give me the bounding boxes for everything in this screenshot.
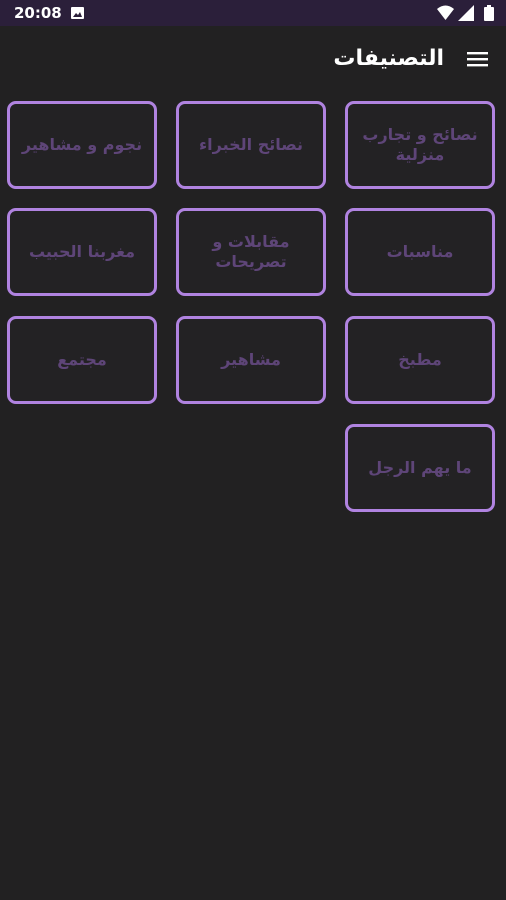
category-label: مجتمع bbox=[57, 350, 107, 369]
category-label: نجوم و مشاهير bbox=[21, 135, 143, 154]
wifi-icon bbox=[437, 5, 454, 20]
category-tile[interactable]: نجوم و مشاهير bbox=[7, 101, 157, 189]
category-tile[interactable]: ما يهم الرجل bbox=[345, 424, 495, 512]
category-tile[interactable]: مشاهير bbox=[176, 316, 326, 404]
category-tile[interactable]: مجتمع bbox=[7, 316, 157, 404]
image-notification-icon bbox=[71, 7, 84, 19]
category-tile[interactable]: مغربنا الحبيب bbox=[7, 208, 157, 296]
category-tile[interactable]: مناسبات bbox=[345, 208, 495, 296]
battery-icon bbox=[484, 5, 494, 21]
category-label: نصائح الخبراء bbox=[198, 135, 304, 154]
category-label: مطبخ bbox=[398, 350, 442, 369]
category-label: مقابلات و تصريحات bbox=[212, 232, 290, 271]
category-label: ما يهم الرجل bbox=[368, 458, 472, 477]
category-label: مغربنا الحبيب bbox=[28, 242, 136, 261]
status-bar: 20:08 bbox=[0, 0, 506, 26]
category-label: مناسبات bbox=[386, 242, 454, 261]
category-tile[interactable]: مطبخ bbox=[345, 316, 495, 404]
hamburger-menu-icon[interactable] bbox=[467, 50, 488, 68]
category-tile[interactable]: نصائح و تجارب منزلية bbox=[345, 101, 495, 189]
page-title: التصنيفات bbox=[333, 46, 444, 71]
app-bar: التصنيفات bbox=[0, 26, 506, 92]
category-tile[interactable]: مقابلات و تصريحات bbox=[176, 208, 326, 296]
status-time: 20:08 bbox=[14, 4, 62, 22]
category-label: مشاهير bbox=[221, 350, 281, 369]
category-label: نصائح و تجارب منزلية bbox=[362, 125, 478, 164]
category-tile[interactable]: نصائح الخبراء bbox=[176, 101, 326, 189]
signal-icon bbox=[458, 5, 474, 21]
